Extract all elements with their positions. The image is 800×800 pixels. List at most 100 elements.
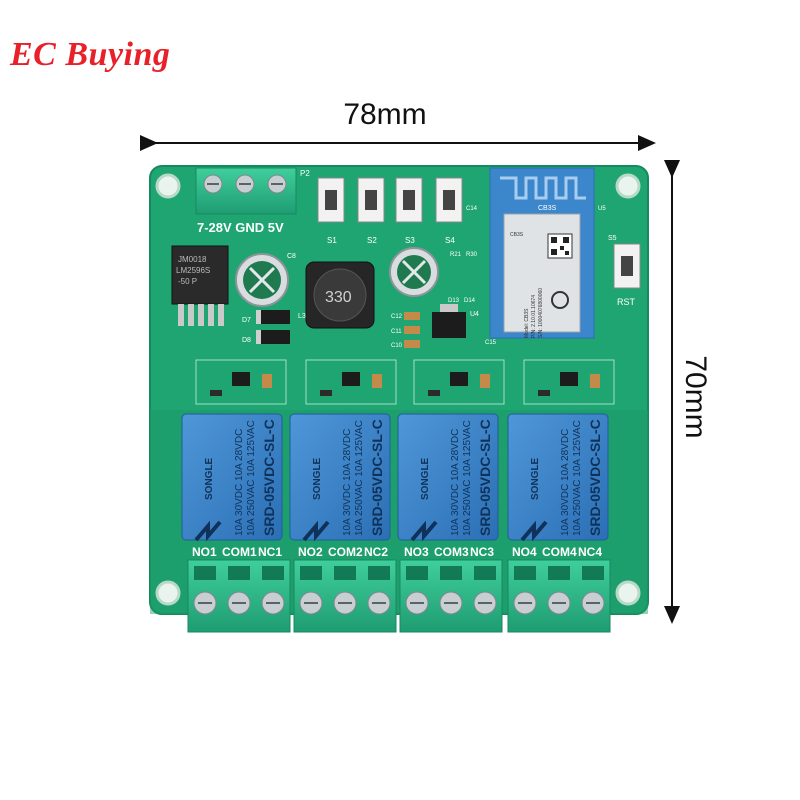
terminal-label: NO3 [404, 545, 429, 559]
regulator-text: JM0018 [178, 255, 207, 264]
silk-label: C12 [391, 314, 403, 320]
switch-label: S1 [327, 236, 337, 245]
relay-brand-text: SONGLE [420, 457, 431, 500]
wire-slot [194, 566, 216, 580]
regulator-text: LM2596S [176, 266, 210, 275]
tactile-switch-s2 [357, 177, 385, 223]
silk-label: U5 [598, 206, 606, 212]
power-inductor [305, 261, 375, 329]
silk-label: R21 [450, 252, 462, 258]
terminal-label: COM1 [222, 545, 257, 559]
output-terminal-block-3 [399, 559, 503, 633]
module-text: CB3S [510, 232, 524, 238]
wire-slot [406, 566, 428, 580]
mounting-hole [615, 580, 641, 606]
silk-label: D8 [242, 337, 251, 344]
songle-logo-icon [302, 520, 330, 542]
switch-label: S2 [367, 236, 377, 245]
module-model-text: Model: CB3S [524, 308, 530, 338]
brand-logo: EC Buying [10, 36, 171, 73]
driver-circuits [195, 359, 615, 405]
switch-label: S4 [445, 236, 455, 245]
power-header-label: P2 [300, 169, 310, 178]
terminal-label: NC4 [578, 545, 603, 559]
electrolytic-capacitor [389, 247, 439, 297]
terminal-label: COM4 [542, 545, 577, 559]
songle-logo-icon [520, 520, 548, 542]
relay-model-text: SRD-05VDC-SL-C [261, 419, 277, 536]
output-terminal-block-1 [187, 559, 291, 633]
songle-logo-icon [194, 520, 222, 542]
voltage-regulator-chip [171, 245, 229, 326]
mounting-hole [155, 580, 181, 606]
relay-spec-text: 10A 30VDC 10A 28VDC [234, 429, 245, 536]
songle-logo-icon [410, 520, 438, 542]
wire-slot [514, 566, 536, 580]
module-sn-text: S/N: 10004076800060 [538, 288, 544, 338]
wire-slot [368, 566, 390, 580]
silk-label: C10 [391, 343, 403, 349]
terminal-label: NC1 [258, 545, 283, 559]
ce-mark-icon [551, 291, 569, 309]
output-terminal-block-2 [293, 559, 397, 633]
diode [256, 310, 290, 324]
silk-label: C14 [466, 206, 478, 212]
wire-slot [440, 566, 462, 580]
wire-slot [548, 566, 570, 580]
terminal-label: NC2 [364, 545, 389, 559]
smd-capacitor [404, 326, 420, 334]
tactile-switch-s4 [435, 177, 463, 223]
silk-label: C15 [485, 340, 497, 346]
relay-spec-text: 10A 250VAC 10A 125VAC [572, 420, 583, 536]
power-label: 7-28V GND 5V [197, 220, 284, 235]
relay-spec-text: 10A 250VAC 10A 125VAC [354, 420, 365, 536]
wire-slot [262, 566, 284, 580]
power-terminal-block [195, 167, 297, 215]
relay-spec-text: 10A 30VDC 10A 28VDC [450, 429, 461, 536]
mounting-hole [615, 173, 641, 199]
relay-brand-text: SONGLE [530, 457, 541, 500]
relay-model-text: SRD-05VDC-SL-C [587, 419, 603, 536]
wire-slot [474, 566, 496, 580]
silk-label: R30 [466, 252, 478, 258]
diode [256, 330, 290, 344]
terminal-label: COM3 [434, 545, 469, 559]
relay-brand-text: SONGLE [312, 457, 323, 500]
silk-label: C8 [287, 253, 296, 260]
wire-slot [334, 566, 356, 580]
terminal-label: NO4 [512, 545, 537, 559]
relay-model-text: SRD-05VDC-SL-C [369, 419, 385, 536]
silk-label: C11 [391, 329, 402, 335]
qr-code [547, 233, 573, 259]
switch-label: S3 [405, 236, 415, 245]
silk-label: D7 [242, 317, 251, 324]
relay-spec-text: 10A 30VDC 10A 28VDC [560, 429, 571, 536]
terminal-label: NC3 [470, 545, 495, 559]
voltage-regulator-small [432, 304, 466, 338]
silk-label: D13 [448, 298, 460, 304]
wire-slot [228, 566, 250, 580]
wire-slot [582, 566, 604, 580]
smd-capacitor [404, 340, 420, 348]
inductor-label: 330 [325, 289, 352, 306]
width-dimension-label: 78mm [343, 98, 427, 131]
regulator-text: -50 P [178, 277, 197, 286]
relay-spec-text: 10A 250VAC 10A 125VAC [462, 420, 473, 536]
output-terminal-block-4 [507, 559, 611, 633]
wire-slot [300, 566, 322, 580]
tactile-switch-s3 [395, 177, 423, 223]
reset-switch [613, 243, 641, 289]
terminal-label: COM2 [328, 545, 363, 559]
smd-capacitor [404, 312, 420, 320]
silk-label: D14 [464, 298, 476, 304]
silk-label: L3 [298, 313, 306, 320]
terminal-label: NO2 [298, 545, 323, 559]
relay-spec-text: 10A 30VDC 10A 28VDC [342, 429, 353, 536]
relay-brand-text: SONGLE [204, 457, 215, 500]
tactile-switch-s1 [317, 177, 345, 223]
